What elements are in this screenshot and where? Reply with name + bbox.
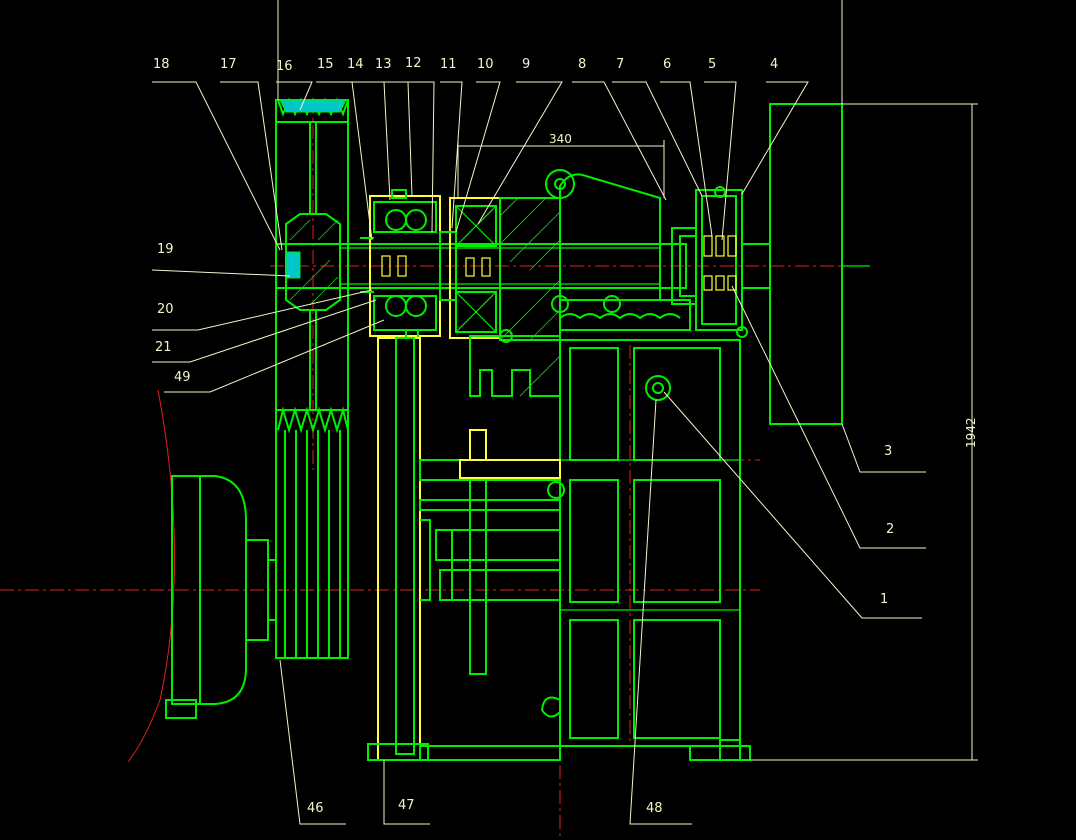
label-17: 17	[220, 57, 237, 72]
label-1: 1	[880, 592, 888, 607]
label-5: 5	[708, 57, 716, 72]
label-3: 3	[884, 444, 892, 459]
crusher-frame	[367, 169, 751, 761]
belt-drive	[275, 97, 349, 659]
coupling-assembly	[671, 186, 771, 338]
label-6: 6	[663, 57, 671, 72]
frame-hatch	[499, 197, 561, 397]
part-labels: 18 17 16 15 14 13 12 11 10 9 8 7 6 5 4 1…	[153, 56, 894, 816]
dimension-height-label: 1942	[964, 417, 978, 448]
label-47: 47	[398, 798, 415, 813]
label-20: 20	[157, 302, 174, 317]
motor	[165, 475, 277, 719]
flywheel	[769, 103, 870, 425]
label-12: 12	[405, 56, 422, 71]
label-11: 11	[440, 57, 457, 72]
dimension-width-label: 340	[549, 132, 572, 146]
pulley-hatch	[289, 219, 339, 306]
label-9: 9	[522, 57, 530, 72]
label-19: 19	[157, 242, 174, 257]
label-13: 13	[375, 57, 392, 72]
dimension-width: 340	[457, 132, 665, 198]
label-4: 4	[770, 57, 778, 72]
label-10: 10	[477, 57, 494, 72]
label-49: 49	[174, 370, 191, 385]
bearing-housing-left	[360, 189, 441, 339]
label-2: 2	[886, 522, 894, 537]
leader-lines	[151, 81, 926, 825]
label-14: 14	[347, 57, 364, 72]
label-16: 16	[276, 59, 293, 74]
label-46: 46	[307, 801, 324, 816]
extension-lines	[277, 0, 843, 104]
dimension-height: 1942	[750, 103, 978, 761]
label-18: 18	[153, 57, 170, 72]
label-21: 21	[155, 340, 172, 355]
label-48: 48	[646, 801, 663, 816]
bearing-housing-right	[439, 197, 501, 339]
label-8: 8	[578, 57, 586, 72]
label-7: 7	[616, 57, 624, 72]
label-15: 15	[317, 57, 334, 72]
